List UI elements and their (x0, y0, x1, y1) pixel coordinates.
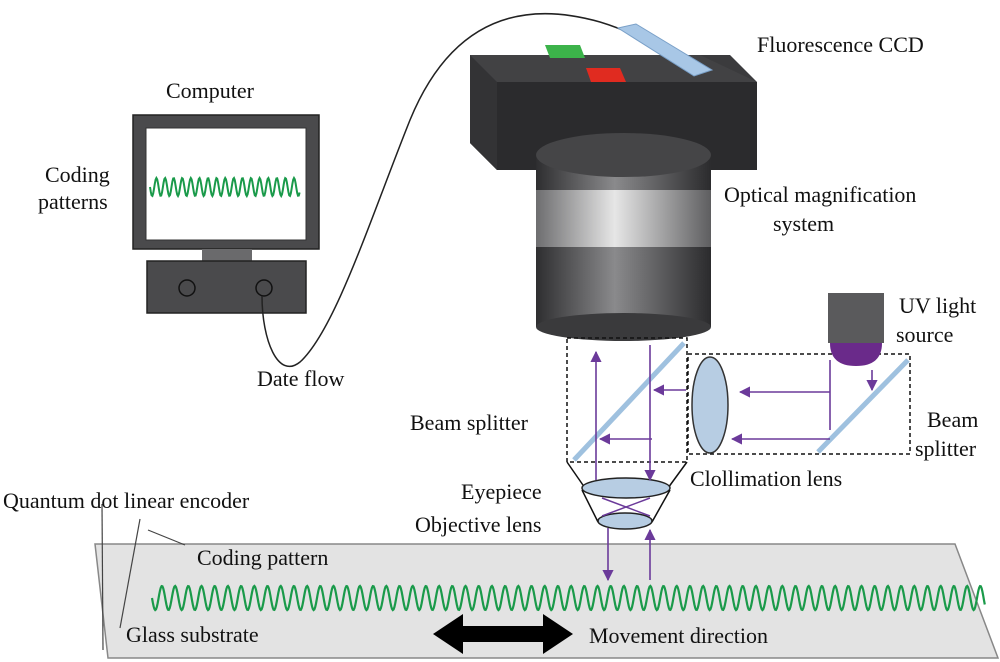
label-optical-magnification-1: Optical magnification (724, 182, 916, 207)
label-beam-splitter-right-1: Beam (927, 407, 978, 432)
label-beam-splitter-left: Beam splitter (410, 410, 529, 435)
label-glass-substrate: Glass substrate (126, 622, 259, 647)
eyepiece-objective-assembly (566, 461, 688, 530)
green-led-icon (545, 45, 585, 58)
uv-lamp-icon (828, 293, 884, 366)
label-fluorescence-ccd: Fluorescence CCD (757, 32, 924, 57)
label-movement-direction: Movement direction (589, 623, 768, 648)
data-flow-cable (261, 13, 691, 368)
red-led-icon (586, 68, 626, 82)
leader-lines (101, 503, 186, 651)
label-computer: Computer (166, 78, 255, 103)
beam-splitter-box-left (566, 337, 688, 463)
double-arrow-icon (433, 614, 573, 654)
label-coding-patterns-1: Coding (45, 162, 110, 187)
label-optical-magnification-2: system (773, 211, 834, 236)
beam-splitter-mirror-left (572, 341, 686, 462)
label-collimation-lens: Clollimation lens (690, 466, 842, 491)
label-objective-lens: Objective lens (415, 512, 541, 537)
computer-monitor-icon (132, 114, 320, 314)
label-eyepiece: Eyepiece (461, 479, 542, 504)
optical-magnification-barrel (536, 133, 711, 341)
glass-substrate (94, 543, 1000, 659)
screen-coding-pattern-wave (149, 175, 301, 199)
label-coding-patterns-2: patterns (38, 189, 108, 214)
coding-pattern-wave (150, 584, 986, 612)
label-beam-splitter-right-2: splitter (915, 436, 977, 461)
label-quantum-dot-encoder: Quantum dot linear encoder (3, 488, 250, 513)
beam-splitter-mirror-right (816, 358, 910, 454)
label-coding-pattern: Coding pattern (197, 545, 328, 570)
collimation-lens (691, 356, 729, 454)
label-uv-light-1: UV light (899, 293, 976, 318)
light-beam-paths (590, 345, 878, 582)
label-uv-light-2: source (896, 322, 953, 347)
label-date-flow: Date flow (257, 366, 344, 391)
